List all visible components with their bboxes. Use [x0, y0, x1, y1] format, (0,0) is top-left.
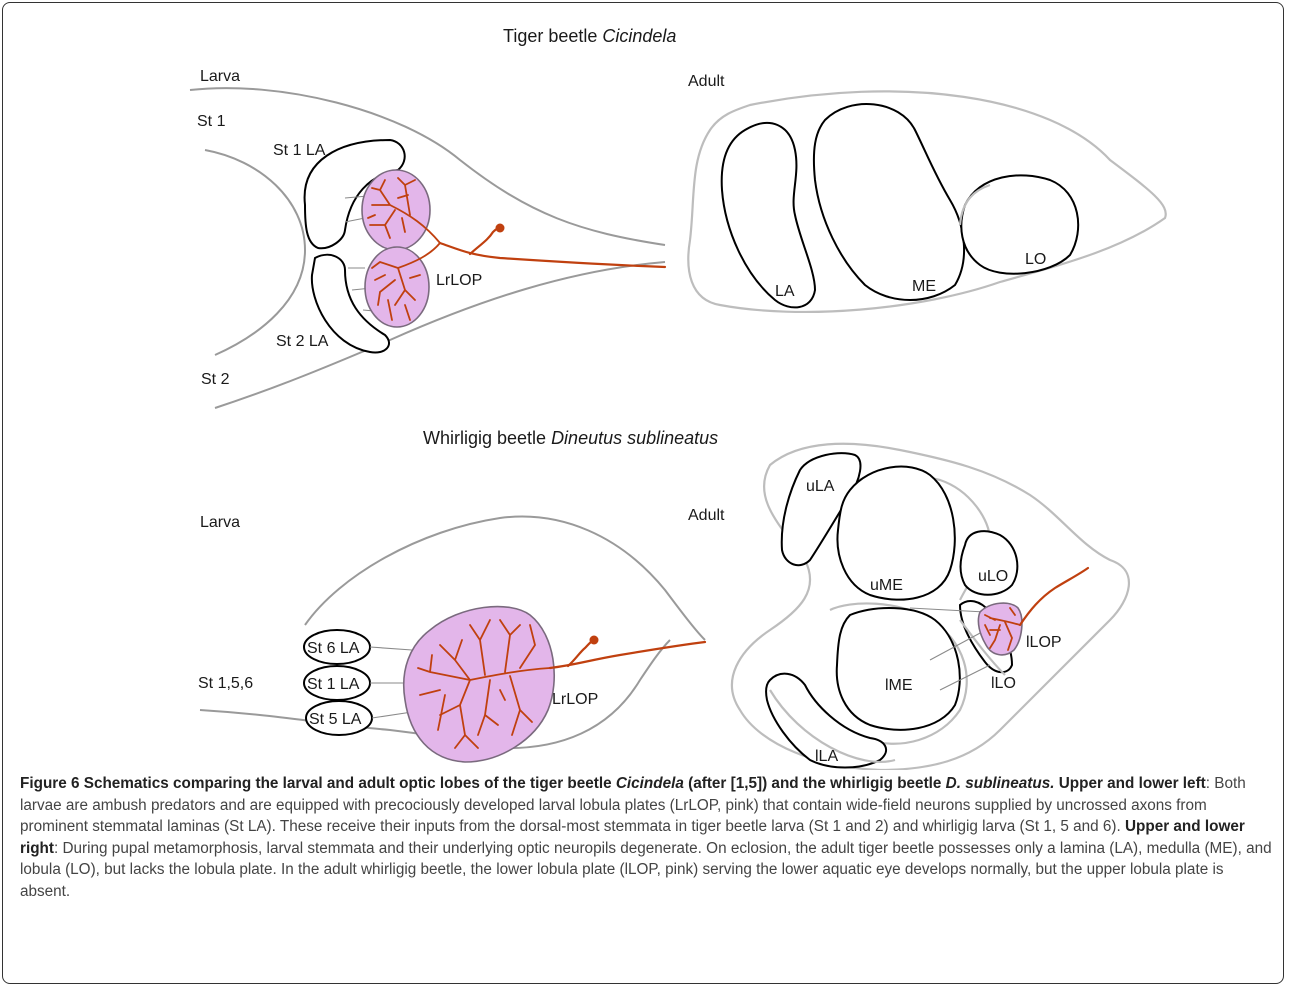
whirligig-adult-ulo: [960, 531, 1017, 595]
whirligig-larva-label: Larva: [200, 514, 240, 531]
whirligig-adult-ilop-axon: [1020, 568, 1088, 625]
tiger-larva-label: Larva: [200, 68, 240, 85]
tiger-larva-lrlop-label: LrLOP: [436, 272, 482, 289]
whirligig-adult-label: Adult: [688, 507, 725, 524]
whirligig-beetle-title: Whirligig beetle Dineutus sublineatus: [423, 428, 718, 448]
tiger-larva-st2-la-label: St 2 LA: [276, 333, 329, 350]
whirligig-larva-lrlop-label: LrLOP: [552, 691, 598, 708]
caption-title-italic-1: Cicindela: [616, 775, 684, 792]
tiger-larva-st1-la-label: St 1 LA: [273, 142, 326, 159]
caption-title-part-1: Schematics comparing the larval and adul…: [80, 775, 616, 792]
whirligig-larva-st156-label: St 1,5,6: [198, 675, 253, 692]
tiger-larva-lrlop-axon: [440, 243, 665, 267]
whirligig-larva-schematic: Larva St 1,5,6 St 6 LA St 1 LA St 5 LA L…: [198, 514, 705, 762]
figure-schematic: Tiger beetle Cicindela Whirligig beetle …: [0, 0, 1290, 770]
tiger-larva-st1-label: St 1: [197, 113, 226, 130]
tiger-larva-schematic: Larva St 1 St 1 LA LrLOP St 2 LA St 2: [190, 68, 665, 408]
whirligig-larva-st5-la-label: St 5 LA: [309, 711, 362, 728]
whirligig-adult-ime: [837, 608, 960, 730]
tiger-adult-schematic: Adult LA ME LO: [688, 73, 1166, 312]
caption-title-italic-2: D. sublineatus.: [946, 775, 1055, 792]
tiger-larva-neuron-soma: [496, 224, 505, 233]
caption-figure-label: Figure 6: [20, 775, 80, 792]
whirligig-adult-ime-label: lME: [885, 677, 913, 694]
whirligig-adult-schematic: Adult uLA uME uLO lLOP lLO lME lLA: [688, 444, 1129, 770]
whirligig-larva-st6-la-label: St 6 LA: [307, 640, 360, 657]
whirligig-adult-ilo-label: lLO: [991, 675, 1016, 692]
tiger-adult-lo-label: LO: [1025, 251, 1046, 268]
whirligig-larva-st1-la-label: St 1 LA: [307, 676, 360, 693]
caption-section-1-heading: Upper and lower left: [1054, 775, 1205, 792]
caption-section-2-body: : During pupal metamorphosis, larval ste…: [20, 840, 1272, 900]
tiger-larva-st2-label: St 2: [201, 371, 230, 388]
tiger-larva-upper-lrlop: [362, 170, 430, 250]
whirligig-adult-ula-label: uLA: [806, 478, 835, 495]
tiger-beetle-title: Tiger beetle Cicindela: [503, 26, 676, 46]
whirligig-adult-ilop-label: lLOP: [1026, 634, 1062, 651]
tiger-adult-lamina: [722, 123, 815, 307]
tiger-adult-la-label: LA: [775, 283, 795, 300]
whirligig-adult-ume-label: uME: [870, 577, 903, 594]
whirligig-adult-ila-label: lLA: [815, 748, 838, 765]
tiger-adult-medulla: [814, 104, 964, 300]
whirligig-larva-lrlop-axon: [550, 642, 705, 668]
figure-caption: Figure 6 Schematics comparing the larval…: [20, 773, 1275, 903]
whirligig-adult-ulo-label: uLO: [978, 568, 1008, 585]
whirligig-larva-neuron-soma: [590, 636, 599, 645]
tiger-adult-label: Adult: [688, 73, 725, 90]
caption-title-part-2: (after [1,5]) and the whirligig beetle: [684, 775, 946, 792]
tiger-adult-me-label: ME: [912, 278, 936, 295]
